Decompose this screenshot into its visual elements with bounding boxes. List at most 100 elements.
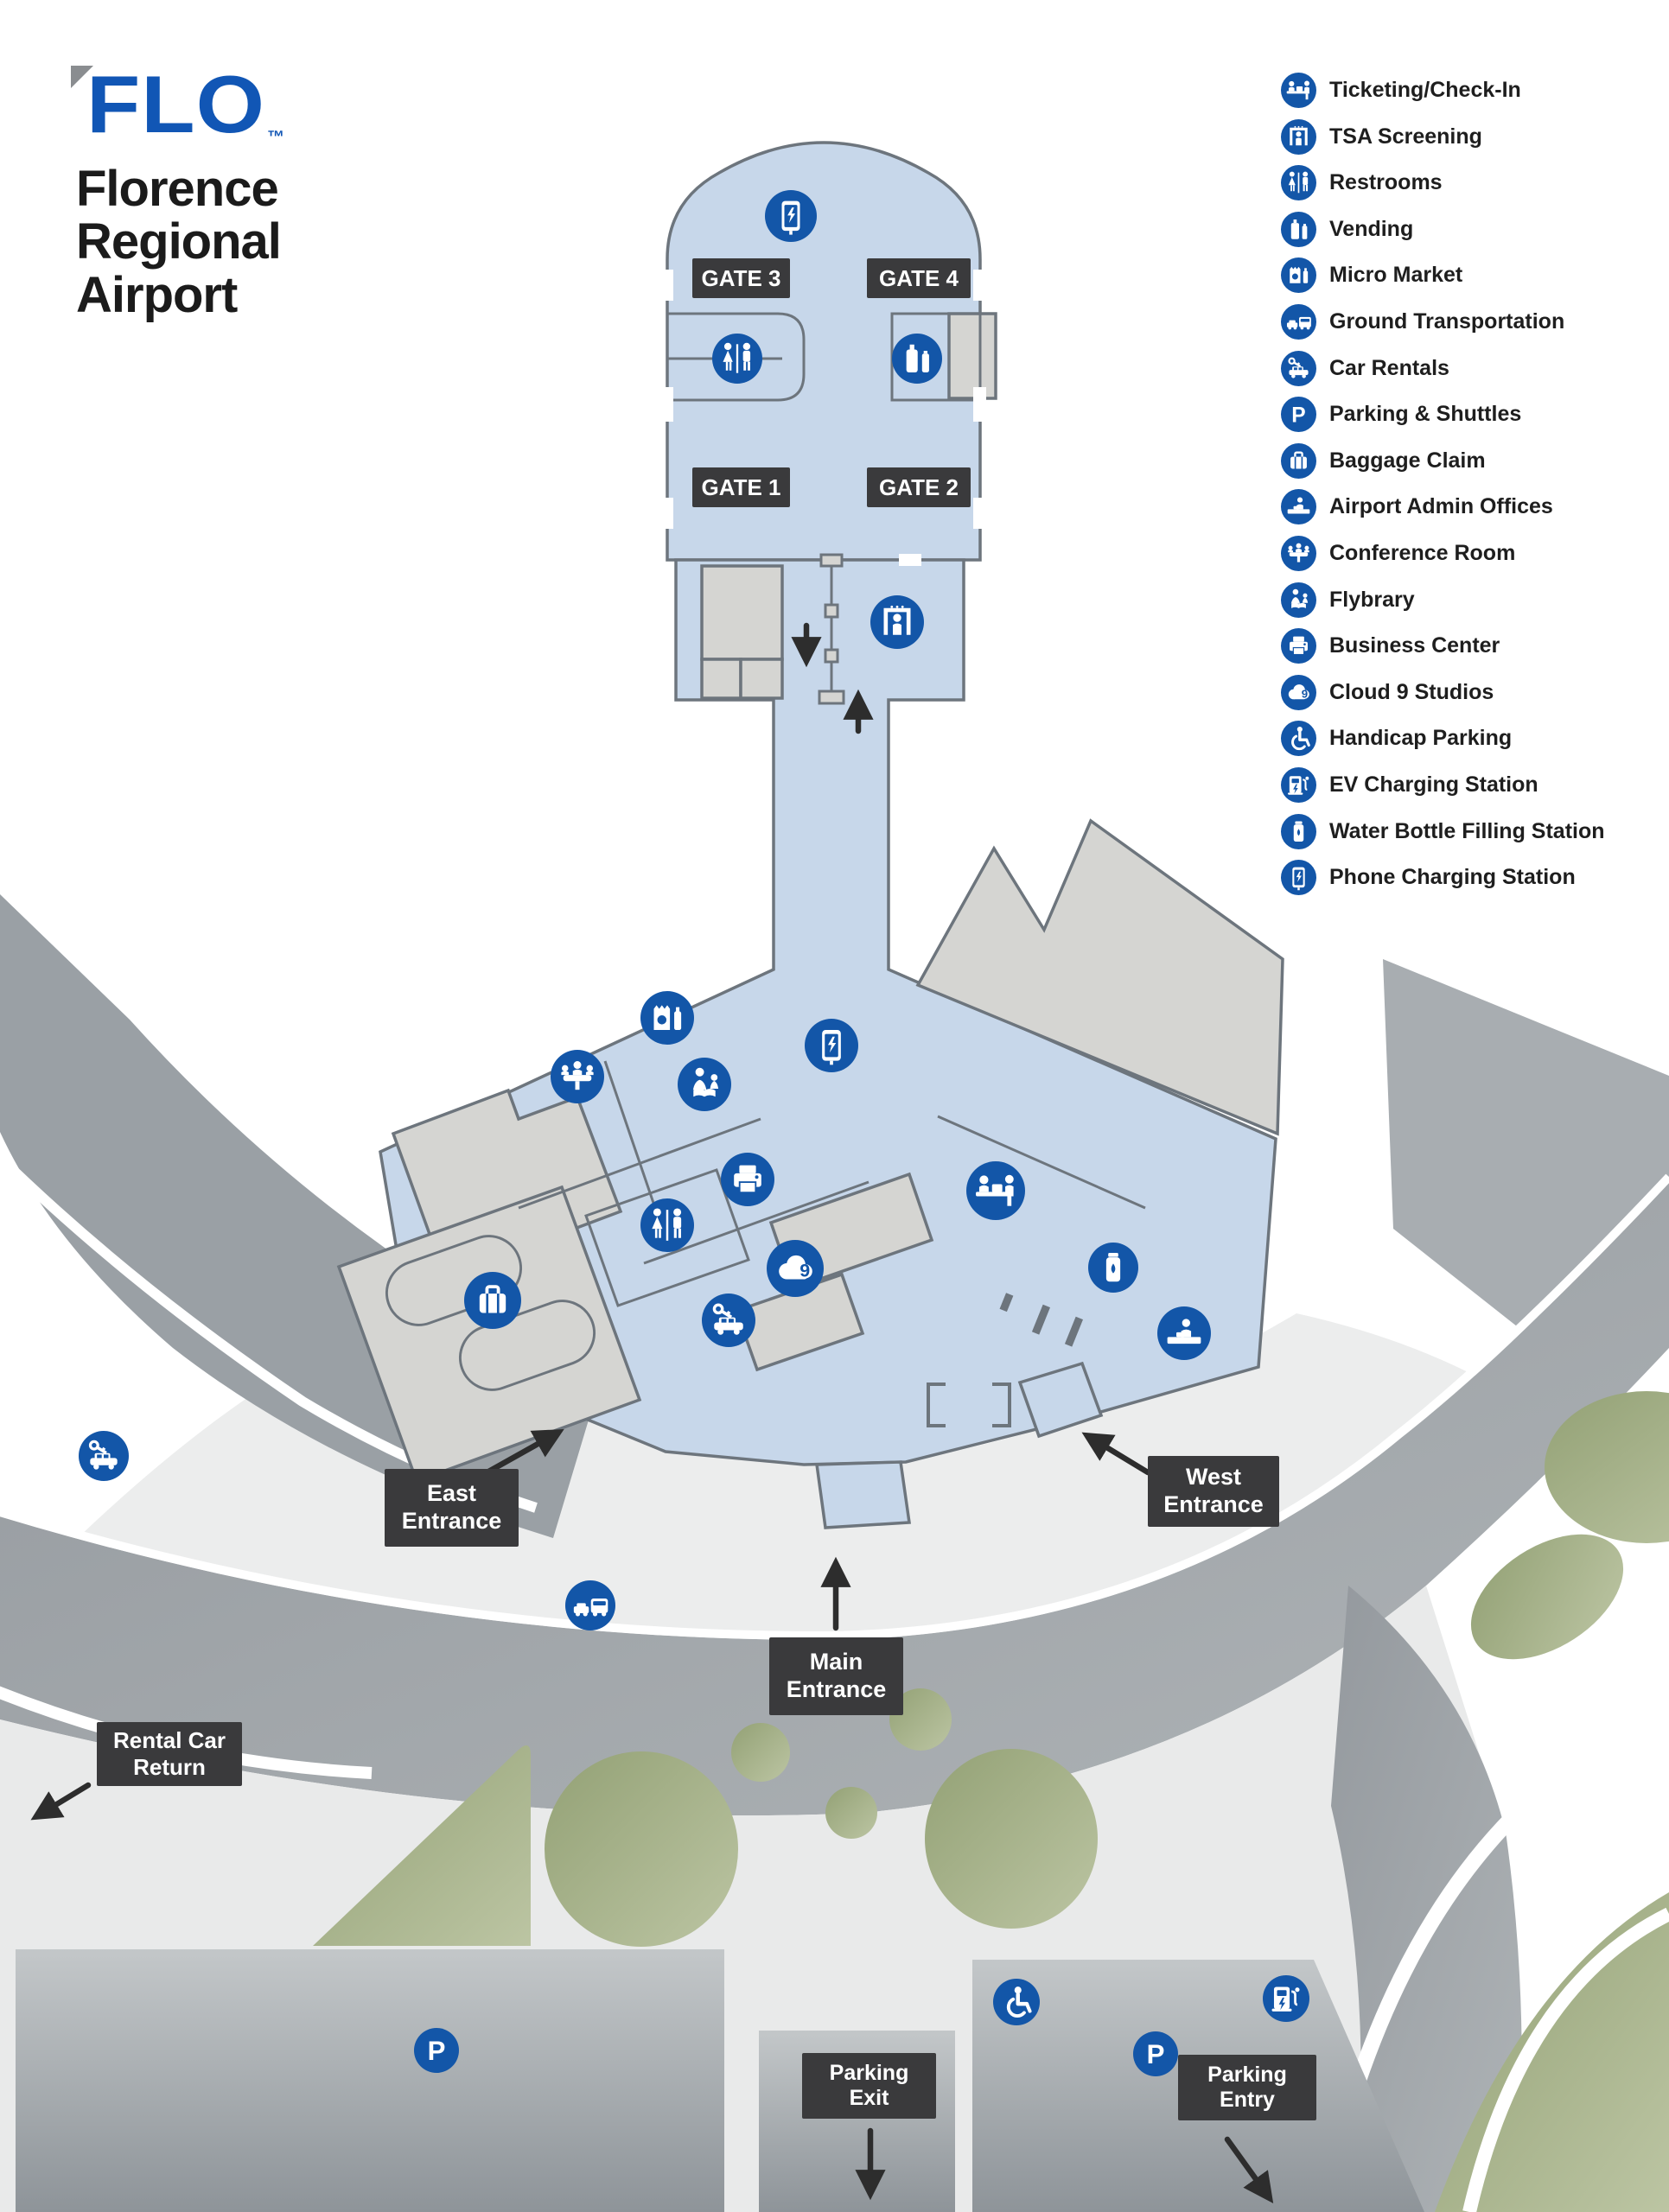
- micro-market-icon: [1281, 257, 1316, 293]
- legend-item: TSA Screening: [1281, 119, 1605, 155]
- legend-item: Car Rentals: [1281, 351, 1605, 386]
- phone-charging-station-icon: [1281, 860, 1316, 895]
- tsa-barrier: [818, 553, 845, 705]
- handicap-parking-icon: [993, 1979, 1040, 2025]
- legend-label: Phone Charging Station: [1329, 865, 1576, 890]
- parking-entry-arrow: [1224, 2136, 1274, 2203]
- legend-label: TSA Screening: [1329, 124, 1482, 149]
- car-rentals-icon: [79, 1431, 129, 1481]
- gate-1-label: GATE 1: [692, 467, 790, 507]
- tsa-room-small-b: [739, 658, 784, 700]
- legend-label: Vending: [1329, 216, 1414, 241]
- legend-label: Baggage Claim: [1329, 448, 1486, 473]
- legend-item: Vending: [1281, 212, 1605, 247]
- ev-charging-station-icon: [1263, 1975, 1309, 2022]
- phone-charging-station-icon: [805, 1019, 858, 1072]
- tsa-screening-icon: [870, 595, 924, 649]
- handicap-parking-icon: [1281, 721, 1316, 756]
- ev-charging-station-icon: [1281, 767, 1316, 803]
- legend-item: Ticketing/Check-In: [1281, 73, 1605, 108]
- parking-entry-label: Parking Entry: [1178, 2055, 1316, 2120]
- road-right-field: [1383, 959, 1669, 1326]
- rental-car-return-label: Rental Car Return: [97, 1722, 242, 1786]
- gate-4-label: GATE 4: [867, 258, 971, 298]
- direction-arrows: [30, 622, 1274, 2203]
- vending-icon: [892, 334, 942, 384]
- parking-exit-label: Parking Exit: [802, 2053, 936, 2119]
- legend-item: Flybrary: [1281, 582, 1605, 618]
- flo-logo: FLO ™: [71, 59, 284, 150]
- brand-block: FLO ™ Florence Regional Airport: [71, 59, 284, 323]
- parking-shuttles-icon: [1133, 2031, 1178, 2076]
- legend-label: Ticketing/Check-In: [1329, 78, 1521, 102]
- main-entrance-label: Main Entrance: [769, 1637, 903, 1715]
- restrooms-icon: [1281, 165, 1316, 200]
- legend-item: Handicap Parking: [1281, 721, 1605, 756]
- legend-label: Airport Admin Offices: [1329, 494, 1553, 519]
- ticketing-check-in-icon: [1281, 73, 1316, 108]
- east-entrance-label: East Entrance: [385, 1469, 519, 1547]
- parking-shuttles-icon: [1281, 397, 1316, 432]
- vending-storage-room: [947, 312, 997, 400]
- business-center-icon: [1281, 628, 1316, 664]
- west-entrance-arrow: [1081, 1432, 1151, 1476]
- legend-label: Flybrary: [1329, 587, 1415, 612]
- airport-title-line2: Regional: [76, 213, 282, 270]
- car-rentals-icon: [702, 1294, 755, 1347]
- airport-admin-offices-icon: [1281, 489, 1316, 524]
- road-parking-entry: [1331, 1586, 1522, 2212]
- water-bottle-filling-station-icon: [1088, 1243, 1138, 1293]
- legend-label: Business Center: [1329, 633, 1500, 658]
- logo-text: FLO: [86, 59, 265, 150]
- ground-transportation-icon: [565, 1580, 615, 1630]
- vending-icon: [1281, 212, 1316, 247]
- legend-label: Conference Room: [1329, 540, 1516, 565]
- flybrary-icon: [678, 1058, 731, 1111]
- gate-2-label: GATE 2: [867, 467, 971, 507]
- legend-label: EV Charging Station: [1329, 772, 1538, 797]
- door-gaps: [660, 270, 986, 566]
- legend-label: Ground Transportation: [1329, 308, 1565, 334]
- ticketing-check-in-icon: [966, 1161, 1025, 1220]
- conference-room-icon: [1281, 536, 1316, 571]
- conference-room-icon: [551, 1050, 604, 1103]
- parking-shuttles-icon: [414, 2028, 459, 2073]
- west-entrance-label: West Entrance: [1148, 1456, 1279, 1527]
- cloud-9-studios-icon: [767, 1240, 824, 1297]
- rental-car-return-arrow: [30, 1782, 92, 1821]
- legend-label: Restrooms: [1329, 170, 1443, 195]
- legend-item: Baggage Claim: [1281, 443, 1605, 479]
- legend-label: Water Bottle Filling Station: [1329, 818, 1605, 843]
- legend-item: EV Charging Station: [1281, 767, 1605, 803]
- restrooms-icon: [712, 334, 762, 384]
- legend-item: Ground Transportation: [1281, 304, 1605, 340]
- terminal-hall: [379, 558, 1277, 1466]
- logo-trademark: ™: [266, 128, 284, 147]
- airport-title-line3: Airport: [76, 266, 238, 323]
- cloud-9-studios-icon: [1281, 675, 1316, 710]
- baggage-claim-icon: [464, 1272, 521, 1329]
- legend-label: Parking & Shuttles: [1329, 402, 1522, 427]
- legend-item: Water Bottle Filling Station: [1281, 814, 1605, 849]
- legend-label: Cloud 9 Studios: [1329, 679, 1494, 704]
- airport-title: Florence Regional Airport: [76, 162, 284, 323]
- legend-label: Micro Market: [1329, 263, 1463, 288]
- gate-rotunda: [666, 141, 982, 562]
- gate-3-label: GATE 3: [692, 258, 790, 298]
- restrooms-icon: [640, 1198, 694, 1252]
- business-center-icon: [721, 1153, 774, 1206]
- legend-item: Restrooms: [1281, 165, 1605, 200]
- tsa-screening-icon: [1281, 119, 1316, 155]
- ground-transportation-icon: [1281, 304, 1316, 340]
- tsa-room-large: [700, 564, 784, 661]
- legend-item: Business Center: [1281, 628, 1605, 664]
- logo-notch-icon: [71, 66, 93, 88]
- airport-admin-offices-icon: [1157, 1306, 1211, 1360]
- east-entrance-arrow: [481, 1428, 564, 1478]
- west-door-bump: [1017, 1361, 1104, 1439]
- road-front: [0, 1182, 1669, 1816]
- room-block-northeast: [915, 818, 1284, 1136]
- legend-label: Car Rentals: [1329, 355, 1449, 380]
- legend-item: Parking & Shuttles: [1281, 397, 1605, 432]
